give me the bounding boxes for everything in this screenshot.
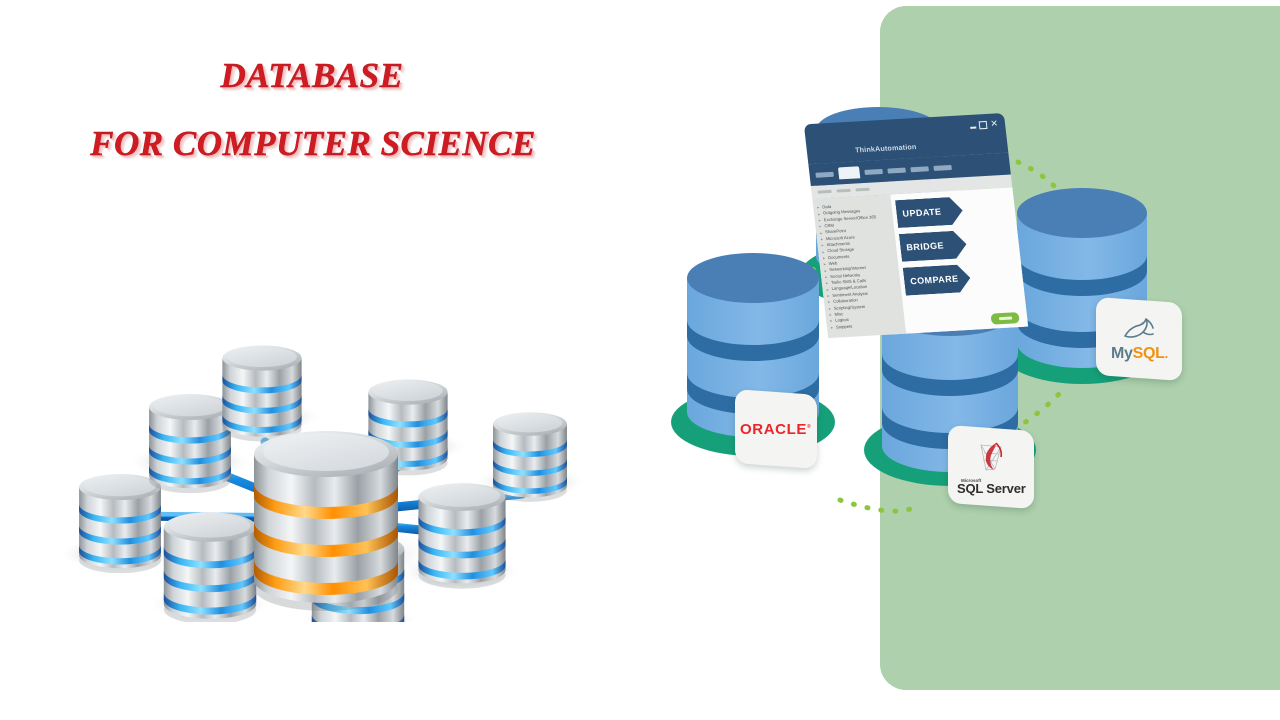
database-node xyxy=(493,412,567,502)
mysql-prefix: My xyxy=(1110,344,1133,362)
update-button[interactable]: UPDATE xyxy=(895,196,964,228)
sql-server-logo-badge: Microsoft SQL Server xyxy=(948,424,1034,510)
maximize-icon[interactable] xyxy=(979,120,988,129)
compare-button[interactable]: COMPARE xyxy=(903,264,972,296)
toolbar-button[interactable] xyxy=(855,187,870,192)
bridge-button-label: BRIDGE xyxy=(905,240,945,253)
window-main-pane: UPDATE BRIDGE COMPARE xyxy=(890,187,1029,334)
bridge-button[interactable]: BRIDGE xyxy=(899,230,968,262)
toolbar-button[interactable] xyxy=(836,188,851,193)
tab-item[interactable] xyxy=(815,171,834,178)
oracle-logo-badge: ORACLE® xyxy=(735,389,817,469)
mysql-dot: . xyxy=(1164,345,1168,361)
close-icon[interactable]: ✕ xyxy=(989,118,999,129)
update-button-label: UPDATE xyxy=(902,206,942,219)
database-node xyxy=(163,512,257,622)
tab-item-selected[interactable] xyxy=(837,166,861,180)
database-network-illustration xyxy=(10,322,600,622)
tab-item[interactable] xyxy=(864,168,883,175)
database-node xyxy=(149,393,231,494)
window-controls[interactable]: ✕ xyxy=(970,118,999,130)
database-node xyxy=(418,483,506,589)
mysql-logo-text: MySQL. xyxy=(1111,344,1168,362)
tab-item[interactable] xyxy=(887,167,906,174)
title-line-2: FOR COMPUTER SCIENCE xyxy=(90,124,536,163)
toolbar-button[interactable] xyxy=(817,189,832,194)
mysql-logo-badge: MySQL. xyxy=(1096,296,1182,382)
tab-item[interactable] xyxy=(910,165,929,172)
tab-item[interactable] xyxy=(933,164,952,171)
window-title: ThinkAutomation xyxy=(854,141,917,155)
database-node xyxy=(79,473,161,574)
central-glow-rings xyxy=(254,484,398,595)
database-node xyxy=(222,345,302,442)
sql-server-icon xyxy=(980,441,1003,470)
oracle-label: ORACLE xyxy=(740,420,808,438)
oracle-trademark: ® xyxy=(807,423,812,430)
confirm-button[interactable] xyxy=(990,312,1020,325)
page-title: DATABASE FOR COMPUTER SCIENCE xyxy=(0,58,640,161)
dolphin-icon xyxy=(1124,317,1154,338)
mysql-suffix: SQL xyxy=(1132,344,1165,362)
compare-button-label: COMPARE xyxy=(909,273,959,287)
sql-server-label: SQL Server xyxy=(956,480,1026,496)
title-line-1: DATABASE xyxy=(220,56,404,95)
minimize-icon[interactable] xyxy=(970,122,977,129)
central-database-node xyxy=(254,431,398,611)
oracle-logo-text: ORACLE® xyxy=(740,420,811,437)
